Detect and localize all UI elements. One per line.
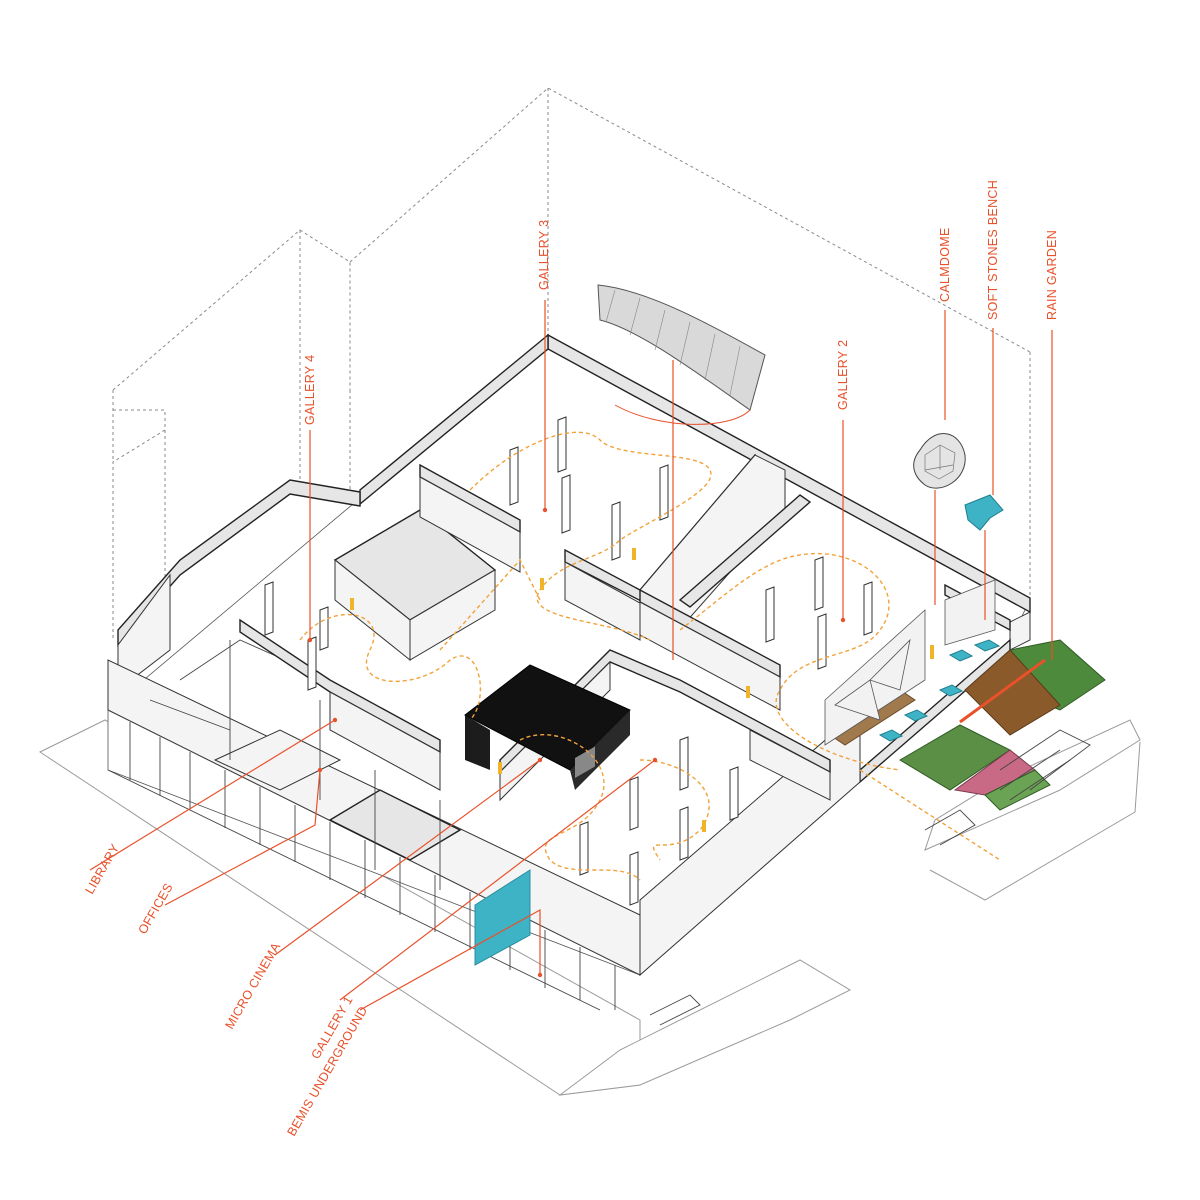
label-calmdome: CALMDOME bbox=[938, 227, 952, 302]
leader-lines bbox=[89, 300, 1053, 1011]
ghost-building-outline bbox=[112, 87, 1031, 640]
gallery-3-walls bbox=[419, 453, 786, 641]
soft-stones-bench-pieces bbox=[878, 639, 1001, 742]
label-library: LIBRARY bbox=[82, 841, 122, 896]
label-rain-garden: RAIN GARDEN bbox=[1045, 230, 1059, 320]
circulation-path bbox=[299, 431, 1001, 881]
soft-stones-floating bbox=[964, 494, 1004, 531]
label-offices: OFFICES bbox=[135, 881, 175, 937]
bemis-underground-glass bbox=[474, 869, 531, 966]
gallery-4-walls bbox=[239, 509, 497, 791]
label-gallery-2: GALLERY 2 bbox=[836, 340, 850, 410]
overhead-canopy bbox=[597, 284, 766, 425]
label-micro-cinema: MICRO CINEMA bbox=[222, 940, 283, 1032]
calmdome-object bbox=[913, 433, 966, 489]
label-gallery-3: GALLERY 3 bbox=[537, 220, 551, 290]
storefront-mullions bbox=[107, 709, 641, 1011]
label-gallery-4: GALLERY 4 bbox=[303, 355, 317, 425]
rain-garden bbox=[899, 639, 1106, 811]
geometric-screen bbox=[824, 579, 996, 746]
columns bbox=[264, 416, 873, 906]
label-soft-stones-bench: SOFT STONES BENCH bbox=[986, 180, 1000, 320]
entrance-stair bbox=[649, 729, 1091, 1026]
people-figures bbox=[350, 548, 934, 832]
micro-cinema-box bbox=[464, 664, 631, 790]
